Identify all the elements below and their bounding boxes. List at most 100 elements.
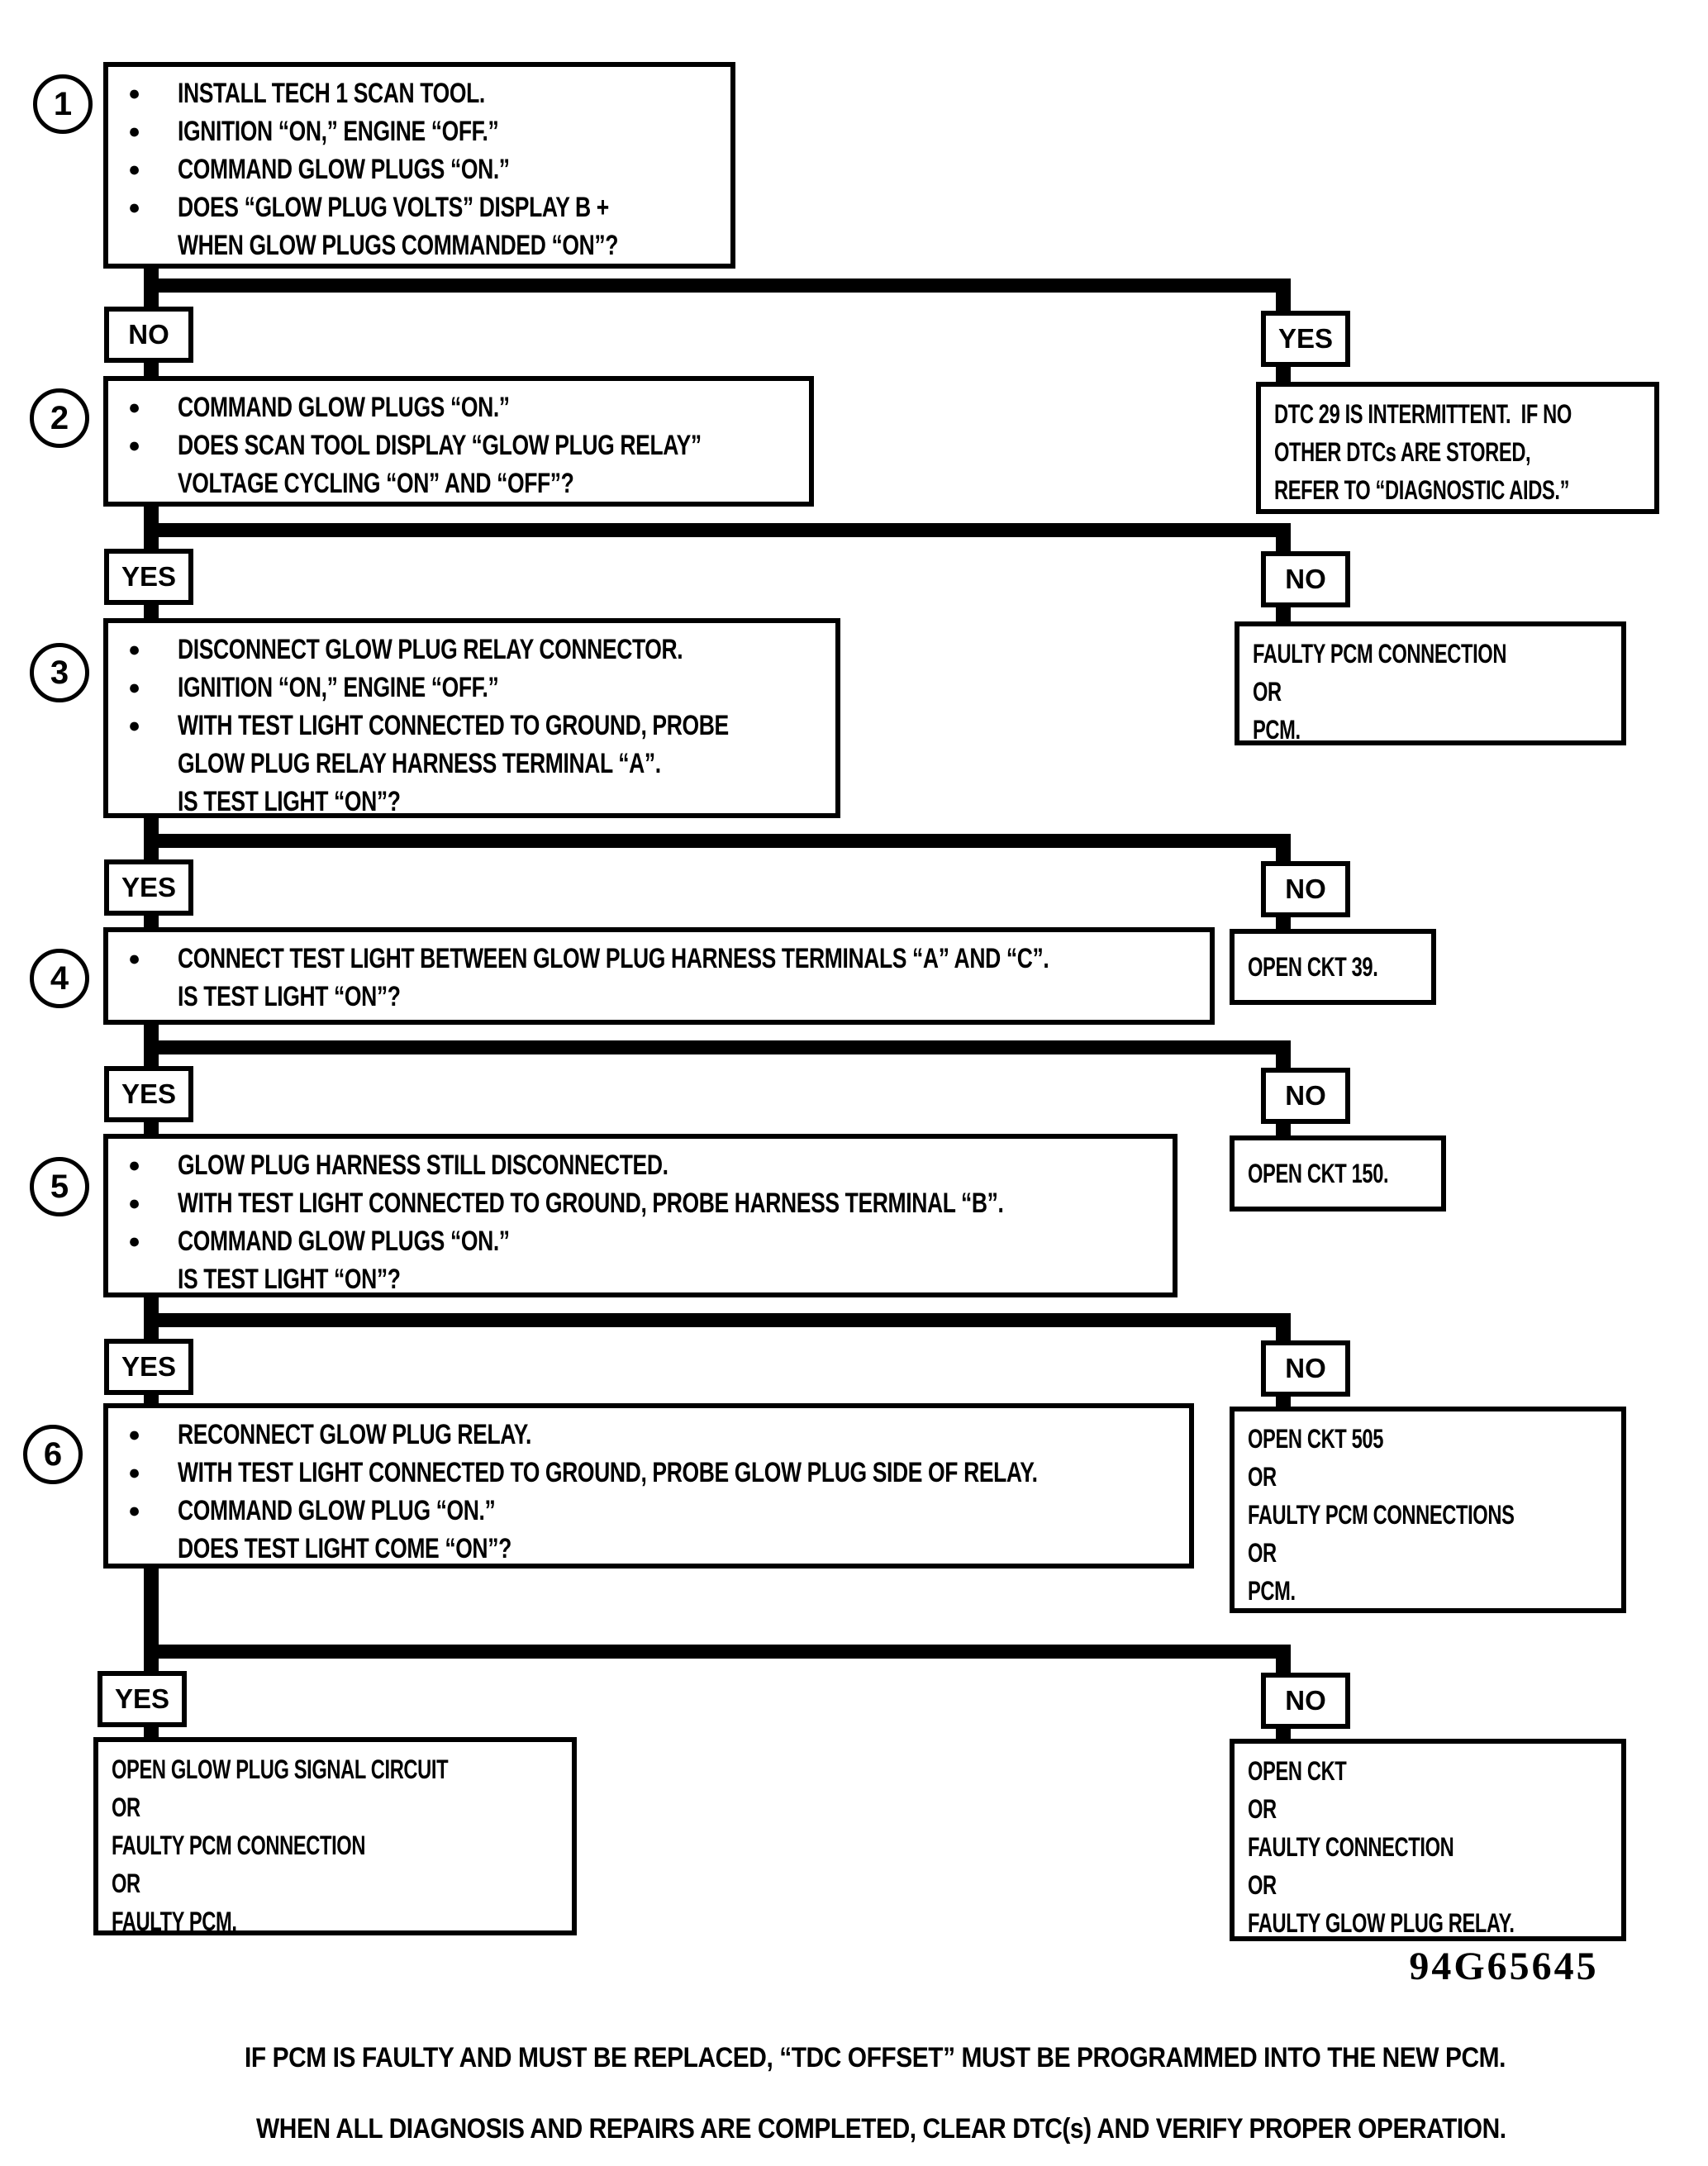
result-box-open-ckt-relay: OPEN CKT OR FAULTY CONNECTION OR FAULTY … [1230,1739,1626,1941]
connector-bar-3 [144,834,1291,848]
step-circle-3: 3 [30,643,89,702]
connector-line [1276,848,1291,861]
result-line: PCM. [1248,1575,1296,1606]
no-label-step6: NO [1261,1673,1350,1729]
connector-bar-1 [144,278,1291,293]
bullet-icon [128,669,178,707]
connector-line [144,1054,159,1066]
result-line: OR [1248,1793,1277,1824]
result-box-open-signal-circuit: OPEN GLOW PLUG SIGNAL CIRCUIT OR FAULTY … [93,1737,577,1936]
result-line: OR [112,1792,140,1822]
step-circle-1: 1 [33,74,93,134]
bullet-icon [128,940,178,978]
step-line: IS TEST LIGHT “ON”? [178,1263,401,1295]
step-box-3: DISCONNECT GLOW PLUG RELAY CONNECTOR. IG… [103,618,840,818]
connector-line [144,537,159,549]
yes-label-step4: YES [104,1066,193,1122]
result-line: OPEN CKT [1248,1755,1347,1786]
result-line: FAULTY PCM CONNECTION [112,1830,366,1860]
connector-line [1276,537,1291,551]
result-box-open-ckt-150: OPEN CKT 150. [1230,1135,1446,1212]
step-line: GLOW PLUG HARNESS STILL DISCONNECTED. [178,1149,668,1181]
step-number: 1 [53,85,73,122]
result-line: OPEN GLOW PLUG SIGNAL CIRCUIT [112,1754,449,1784]
connector-line [1276,1124,1291,1135]
step-line: CONNECT TEST LIGHT BETWEEN GLOW PLUG HAR… [178,942,1049,974]
result-box-open-ckt-505: OPEN CKT 505 OR FAULTY PCM CONNECTIONS O… [1230,1407,1626,1613]
connector-bar-4 [144,1040,1291,1054]
footer-note-1: IF PCM IS FAULTY AND MUST BE REPLACED, “… [213,2010,1677,2106]
connector-line [144,1297,159,1313]
step-line: COMMAND GLOW PLUGS “ON.” [178,391,510,423]
result-line: OR [1248,1869,1277,1900]
yes-label-step1: YES [1261,311,1350,367]
result-line: OR [1248,1461,1277,1492]
footer-note-text: WHEN ALL DIAGNOSIS AND REPAIRS ARE COMPL… [255,2113,1506,2145]
result-line: REFER TO “DIAGNOSTIC AIDS.” [1274,474,1570,505]
result-box-open-ckt-39: OPEN CKT 39. [1230,929,1436,1005]
connector-line [144,916,159,927]
result-box-faulty-pcm: FAULTY PCM CONNECTION OR PCM. [1235,621,1626,745]
step-circle-5: 5 [30,1157,89,1216]
step-line: GLOW PLUG RELAY HARNESS TERMINAL “A”. [178,747,661,779]
connector-line [1276,293,1291,311]
step-line: DOES “GLOW PLUG VOLTS” DISPLAY B + [178,191,609,223]
bullet-icon [128,112,178,150]
yes-label-step3: YES [104,859,193,916]
step-line: RECONNECT GLOW PLUG RELAY. [178,1418,531,1450]
yes-label-step5: YES [104,1339,193,1395]
result-line: DTC 29 IS INTERMITTENT. IF NO [1274,398,1572,429]
result-line: FAULTY CONNECTION [1248,1831,1454,1862]
step-line: WITH TEST LIGHT CONNECTED TO GROUND, PRO… [178,709,729,741]
bullet-icon [128,1454,178,1492]
result-box-dtc29-intermittent: DTC 29 IS INTERMITTENT. IF NO OTHER DTCs… [1256,382,1659,514]
step-box-4: CONNECT TEST LIGHT BETWEEN GLOW PLUG HAR… [103,927,1215,1025]
connector-line [1276,917,1291,929]
bullet-icon [128,707,178,745]
result-line: OPEN CKT 150. [1248,1158,1389,1188]
bullet-icon [128,1222,178,1260]
step-number: 3 [50,654,69,691]
bullet-icon [128,1492,178,1530]
no-label-step1: NO [104,307,193,363]
step-number: 5 [50,1168,69,1205]
footer-note-2: WHEN ALL DIAGNOSIS AND REPAIRS ARE COMPL… [225,2081,1677,2166]
bullet-icon [128,1184,178,1222]
bullet-icon [128,631,178,669]
step-line: IS TEST LIGHT “ON”? [178,980,401,1012]
step-line: IS TEST LIGHT “ON”? [178,785,401,817]
result-line: FAULTY PCM CONNECTIONS [1248,1499,1515,1530]
step-line: COMMAND GLOW PLUGS “ON.” [178,1225,510,1257]
step-line: VOLTAGE CYCLING “ON” AND “OFF”? [178,467,574,499]
bullet-icon [128,188,178,226]
connector-line [1276,1327,1291,1340]
connector-line [144,818,159,834]
result-line: OR [112,1868,140,1898]
result-line: PCM. [1253,714,1301,745]
connector-line [144,1569,159,1645]
step-line: WHEN GLOW PLUGS COMMANDED “ON”? [178,229,619,261]
step-box-5: GLOW PLUG HARNESS STILL DISCONNECTED. WI… [103,1134,1178,1297]
connector-line [144,1659,159,1671]
step-circle-4: 4 [30,949,89,1008]
step-line: IGNITION “ON,” ENGINE “OFF.” [178,115,499,147]
result-line: OR [1248,1537,1277,1568]
bullet-icon [128,150,178,188]
step-box-1: INSTALL TECH 1 SCAN TOOL. IGNITION “ON,”… [103,62,735,269]
connector-line [144,269,159,278]
step-line: DOES TEST LIGHT COME “ON”? [178,1532,511,1564]
no-label-step5: NO [1261,1340,1350,1397]
step-circle-2: 2 [30,388,89,448]
connector-line [1276,1397,1291,1407]
step-line: COMMAND GLOW PLUGS “ON.” [178,153,510,185]
result-line: OTHER DTCs ARE STORED, [1274,436,1531,467]
connector-line [144,363,159,376]
step-circle-6: 6 [23,1425,83,1484]
step-line: WITH TEST LIGHT CONNECTED TO GROUND, PRO… [178,1456,1038,1488]
connector-line [144,507,159,523]
step-number: 2 [50,399,69,436]
connector-bar-5 [144,1313,1291,1327]
step-box-2: COMMAND GLOW PLUGS “ON.” DOES SCAN TOOL … [103,376,814,507]
connector-line [1276,1729,1291,1739]
step-box-6: RECONNECT GLOW PLUG RELAY. WITH TEST LIG… [103,1403,1194,1569]
